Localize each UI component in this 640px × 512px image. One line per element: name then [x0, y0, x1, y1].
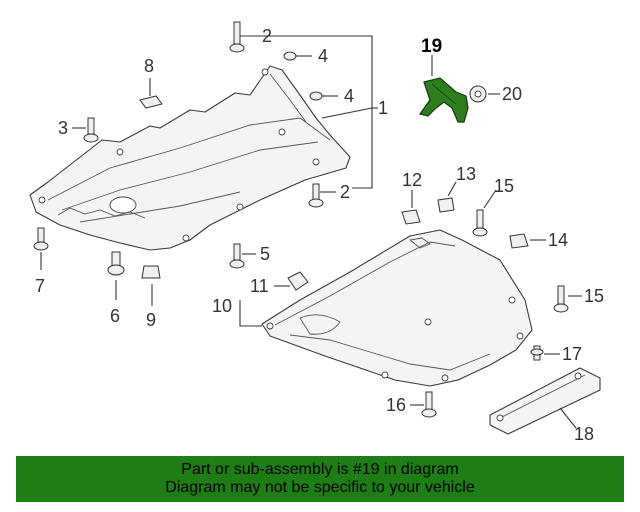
- bolt-7[interactable]: [33, 227, 49, 251]
- clip-11[interactable]: [287, 271, 309, 291]
- callout-18[interactable]: 18: [574, 424, 594, 444]
- hardware: [33, 21, 569, 418]
- callout-15-lower[interactable]: 15: [584, 286, 604, 306]
- stud-6[interactable]: [107, 251, 125, 276]
- callout-4-upper[interactable]: 4: [318, 46, 328, 66]
- notice-banner: Part or sub-assembly is #19 in diagram D…: [16, 456, 624, 502]
- callout-13[interactable]: 13: [456, 164, 476, 184]
- bolt-2-lower[interactable]: [308, 183, 324, 208]
- upper-splash-shield[interactable]: [29, 65, 351, 251]
- callout-16[interactable]: 16: [386, 395, 406, 415]
- callout-5[interactable]: 5: [260, 244, 270, 264]
- callout-19[interactable]: 19: [421, 36, 442, 57]
- callout-11[interactable]: 11: [250, 276, 269, 296]
- part-18-bracket[interactable]: [489, 367, 601, 435]
- nut-20[interactable]: [469, 85, 487, 103]
- clip-8[interactable]: [139, 95, 163, 109]
- bolt-5[interactable]: [229, 243, 245, 269]
- nut-9[interactable]: [141, 265, 161, 279]
- bolt-15-upper[interactable]: [472, 209, 488, 237]
- callout-2-top[interactable]: 2: [262, 26, 272, 46]
- bolt-15-lower[interactable]: [553, 285, 569, 313]
- clip-17[interactable]: [530, 345, 544, 361]
- clip-14[interactable]: [509, 233, 529, 249]
- callout-3[interactable]: 3: [58, 118, 68, 138]
- lower-splash-shield[interactable]: [261, 229, 533, 387]
- bolt-3[interactable]: [83, 117, 99, 143]
- parts-diagram: 2 4 4 1 8 3 2 7 6 9 5 11 10 12 13 15 14 …: [29, 21, 604, 444]
- bolt-16[interactable]: [421, 391, 437, 418]
- callout-15-upper[interactable]: 15: [494, 176, 514, 196]
- callout-12[interactable]: 12: [402, 170, 422, 190]
- callout-20[interactable]: 20: [502, 84, 522, 104]
- callout-2-lower[interactable]: 2: [340, 182, 350, 202]
- leader-lines: [40, 35, 582, 429]
- callout-7[interactable]: 7: [35, 276, 45, 296]
- callout-4-lower[interactable]: 4: [344, 86, 354, 106]
- callout-17[interactable]: 17: [562, 344, 582, 364]
- bolt-2-top[interactable]: [229, 21, 245, 53]
- clip-13[interactable]: [437, 197, 455, 213]
- washer-4-lower[interactable]: [309, 91, 323, 101]
- callout-14[interactable]: 14: [548, 230, 568, 250]
- callout-labels: 2 4 4 1 8 3 2 7 6 9 5 11 10 12 13 15 14 …: [35, 26, 604, 444]
- notice-line-1: Part or sub-assembly is #19 in diagram: [181, 461, 459, 478]
- callout-1[interactable]: 1: [378, 98, 388, 118]
- callout-6[interactable]: 6: [110, 306, 120, 326]
- notice-line-2: Diagram may not be specific to your vehi…: [165, 479, 475, 496]
- part-19-highlighted[interactable]: [418, 77, 469, 123]
- callout-9[interactable]: 9: [146, 310, 156, 330]
- callout-8[interactable]: 8: [144, 56, 154, 76]
- clip-12[interactable]: [401, 209, 421, 225]
- washer-4-upper[interactable]: [283, 51, 297, 61]
- callout-10[interactable]: 10: [212, 296, 232, 316]
